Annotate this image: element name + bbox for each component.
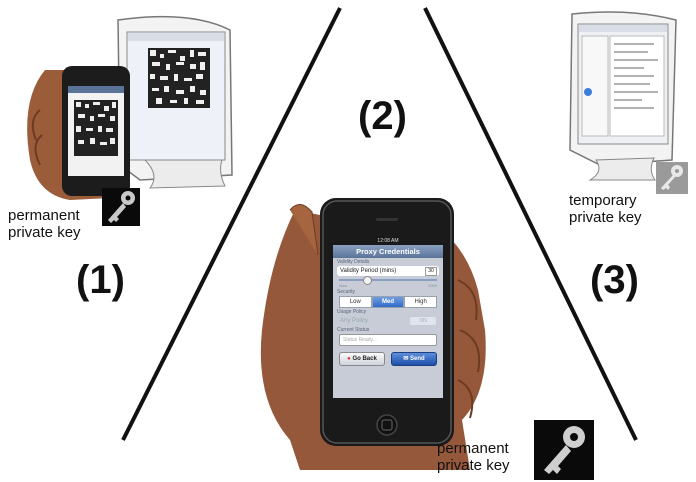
divider-line-right [423,7,638,441]
slider-min-label: Now [339,283,348,288]
validity-slider[interactable] [339,276,437,285]
hand-phone-1 [27,66,130,200]
section-usage: Usage Policy [337,309,367,315]
send-icon: ✉ [403,356,409,362]
monitor-1 [117,15,233,189]
key-icon-2 [534,420,594,480]
monitor-3 [569,11,677,181]
go-back-button[interactable]: ● Go Back [339,352,385,366]
step-label-3: (3) [590,258,639,302]
iphone-screen: 12:08 AM Proxy Credentials Validity Deta… [333,238,443,398]
status-field[interactable]: Status Ready... [339,334,437,346]
security-low[interactable]: Low [339,296,372,308]
security-segmented-control: Low Med High [339,296,438,308]
key-label-2-line2: private key [437,457,510,474]
slider-knob[interactable] [362,276,372,285]
go-back-label: Go Back [352,356,377,362]
validity-label: Validity Period (mins) [340,268,397,274]
validity-input[interactable]: 30 [425,267,437,276]
key-label-1-line1: permanent [8,207,80,224]
key-label-2: permanent private key [437,440,510,474]
usage-toggle[interactable]: ON [410,317,436,325]
validity-row: Validity Period (mins) 30 [337,266,439,276]
security-high[interactable]: High [404,296,438,308]
slider-max-label: 2000 [428,283,437,288]
go-back-icon: ● [347,356,351,362]
usage-row: Any Policy ON [337,316,439,326]
section-validity: Validity Details [337,259,370,265]
nav-title: Proxy Credentials [333,245,443,258]
step-label-2: (2) [358,94,407,138]
send-label: Send [410,356,425,362]
key-label-1-line2: private key [8,224,81,241]
send-button[interactable]: ✉ Send [391,352,437,366]
key-label-3-line2: private key [569,209,642,226]
status-bar: 12:08 AM [333,238,443,245]
section-security: Security [337,289,356,295]
key-label-2-line1: permanent [437,440,509,457]
key-label-3-line1: temporary [569,192,637,209]
key-icon-1 [102,188,140,226]
divider-line-left [121,7,342,441]
section-status: Current Status [337,327,370,333]
usage-label: Any Policy [340,318,369,324]
step-label-1: (1) [76,258,125,302]
key-label-3: temporary private key [569,192,642,226]
key-label-1: permanent private key [8,207,81,241]
key-icon-3 [656,162,688,194]
security-med[interactable]: Med [371,296,405,308]
